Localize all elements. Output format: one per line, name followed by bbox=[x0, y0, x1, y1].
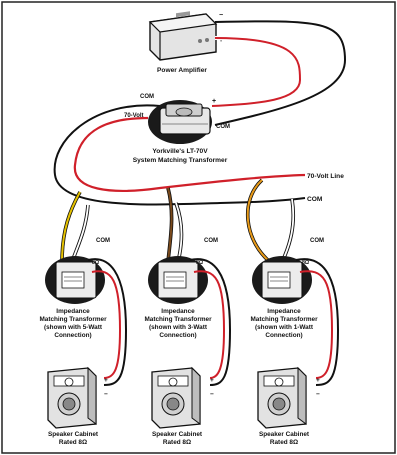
branch-1-tap-wire bbox=[61, 191, 81, 263]
branch-2-tap-wire bbox=[167, 187, 173, 263]
branch-1-plus: + bbox=[104, 377, 108, 384]
branch-3-minus: − bbox=[316, 391, 320, 398]
branch-3-label-2: Matching Transformer bbox=[250, 316, 318, 323]
line-70v-wire bbox=[73, 116, 306, 192]
speaker-3-label-1: Speaker Cabinet bbox=[259, 431, 310, 438]
branch-2-label-2: Matching Transformer bbox=[144, 316, 212, 323]
branch-3-tap-wire bbox=[246, 179, 271, 263]
sys-com-out-label: COM bbox=[216, 124, 230, 130]
branch-1 bbox=[45, 191, 128, 429]
branch-3-com-label: COM bbox=[310, 238, 324, 244]
branch-1-tap-label: 8Ω bbox=[92, 260, 99, 266]
amplifier-label: Power Amplifier bbox=[157, 67, 207, 74]
branch-2-label-1: Impedance bbox=[161, 308, 195, 315]
speaker-2-label-2: Rated 8Ω bbox=[163, 439, 191, 446]
system-transformer bbox=[148, 100, 212, 144]
branch-2-com-label: COM bbox=[204, 238, 218, 244]
branch-3-label-4: Connection) bbox=[265, 332, 302, 339]
branch-1-minus: − bbox=[104, 391, 108, 398]
amp-plus-wire bbox=[211, 37, 302, 107]
branch-3-label-1: Impedance bbox=[267, 308, 301, 315]
branch-2-label-4: Connection) bbox=[159, 332, 196, 339]
sys-transformer-label-2: System Matching Transformer bbox=[133, 157, 228, 164]
sys-70v-in-label: 70-Volt bbox=[124, 113, 144, 119]
sys-com-in-label: COM bbox=[140, 94, 154, 100]
branch-1-label-4: Connection) bbox=[54, 332, 91, 339]
line-com-wire bbox=[53, 104, 306, 206]
branch-3-tap-label: 8Ω bbox=[302, 260, 309, 266]
branch-2-minus: − bbox=[210, 391, 214, 398]
amp-com-wire bbox=[214, 20, 347, 126]
branch-3-plus: + bbox=[316, 377, 320, 384]
volt-line-label: 70-Volt Line bbox=[307, 173, 344, 180]
speaker-2-label-1: Speaker Cabinet bbox=[152, 431, 203, 438]
branch-2 bbox=[148, 187, 232, 429]
speaker-3-label-2: Rated 8Ω bbox=[270, 439, 298, 446]
sys-transformer-label-1: Yorkville's LT-70V bbox=[152, 148, 208, 155]
power-amplifier bbox=[148, 11, 218, 61]
branch-1-label-1: Impedance bbox=[56, 308, 90, 315]
com-line-label: COM bbox=[307, 196, 323, 203]
branch-3-label-3: (shown with 1-Watt bbox=[255, 324, 314, 331]
speaker-1-label-2: Rated 8Ω bbox=[59, 439, 87, 446]
amp-plus-terminal: + bbox=[219, 37, 223, 44]
sys-plus-terminal: + bbox=[212, 98, 216, 105]
speaker-1-label-1: Speaker Cabinet bbox=[48, 431, 99, 438]
branch-3 bbox=[245, 178, 340, 429]
branch-2-plus: + bbox=[210, 377, 214, 384]
amp-minus-terminal: − bbox=[219, 12, 223, 19]
branch-1-com-label: COM bbox=[96, 238, 110, 244]
branch-2-label-3: (shown with 3-Watt bbox=[149, 324, 208, 331]
branch-1-label-2: Matching Transformer bbox=[39, 316, 107, 323]
branch-2-tap-label: 8Ω bbox=[196, 260, 203, 266]
branch-1-label-3: (shown with 5-Watt bbox=[44, 324, 103, 331]
